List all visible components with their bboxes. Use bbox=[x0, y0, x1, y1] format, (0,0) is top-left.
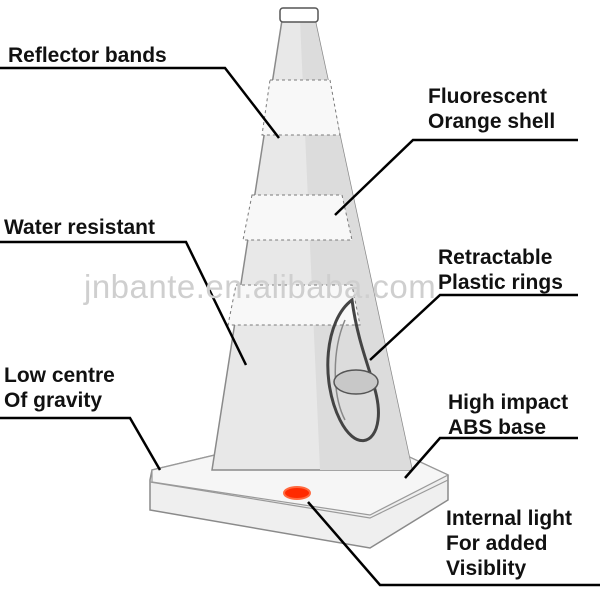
label-water-resistant: Water resistant bbox=[4, 215, 155, 240]
cone-tip bbox=[279, 7, 319, 23]
reflector-bands bbox=[227, 79, 361, 326]
fluorescent-leader bbox=[334, 138, 578, 216]
watermark: jnbante.en.alibaba.com bbox=[84, 268, 437, 305]
label-low-centre-gravity: Low centre Of gravity bbox=[4, 363, 115, 413]
label-gravity-line2: Of gravity bbox=[4, 389, 103, 412]
base-leader bbox=[404, 436, 578, 479]
label-base-line1: High impact bbox=[448, 391, 569, 414]
internal-light bbox=[283, 486, 311, 500]
retractable-leader bbox=[369, 293, 578, 361]
callout-lines bbox=[0, 66, 600, 587]
label-base-line2: ABS base bbox=[448, 416, 547, 439]
retractable-rings bbox=[326, 297, 380, 443]
label-light-line3: Visiblity bbox=[446, 557, 527, 580]
reflector-leader bbox=[0, 66, 280, 139]
gravity-leader bbox=[0, 416, 162, 471]
label-retractable-line2: Plastic rings bbox=[438, 271, 563, 294]
label-water-line: Water resistant bbox=[4, 216, 155, 239]
label-light-line2: For added bbox=[446, 532, 548, 555]
light-leader bbox=[307, 501, 600, 587]
label-light-line1: Internal light bbox=[446, 507, 572, 530]
label-reflector-bands: Reflector bands bbox=[8, 43, 167, 68]
label-abs-base: High impact ABS base bbox=[448, 390, 568, 440]
water-leader bbox=[0, 240, 248, 366]
label-retractable-rings: Retractable Plastic rings bbox=[438, 245, 563, 295]
label-gravity-line1: Low centre bbox=[4, 364, 115, 387]
label-fluorescent-line1: Fluorescent bbox=[428, 85, 548, 108]
label-fluorescent-line2: Orange shell bbox=[428, 110, 556, 133]
label-fluorescent-shell: Fluorescent Orange shell bbox=[428, 84, 555, 134]
label-retractable-line1: Retractable bbox=[438, 246, 553, 269]
label-reflector-line: Reflector bands bbox=[8, 44, 167, 67]
label-internal-light: Internal light For added Visiblity bbox=[446, 506, 572, 581]
